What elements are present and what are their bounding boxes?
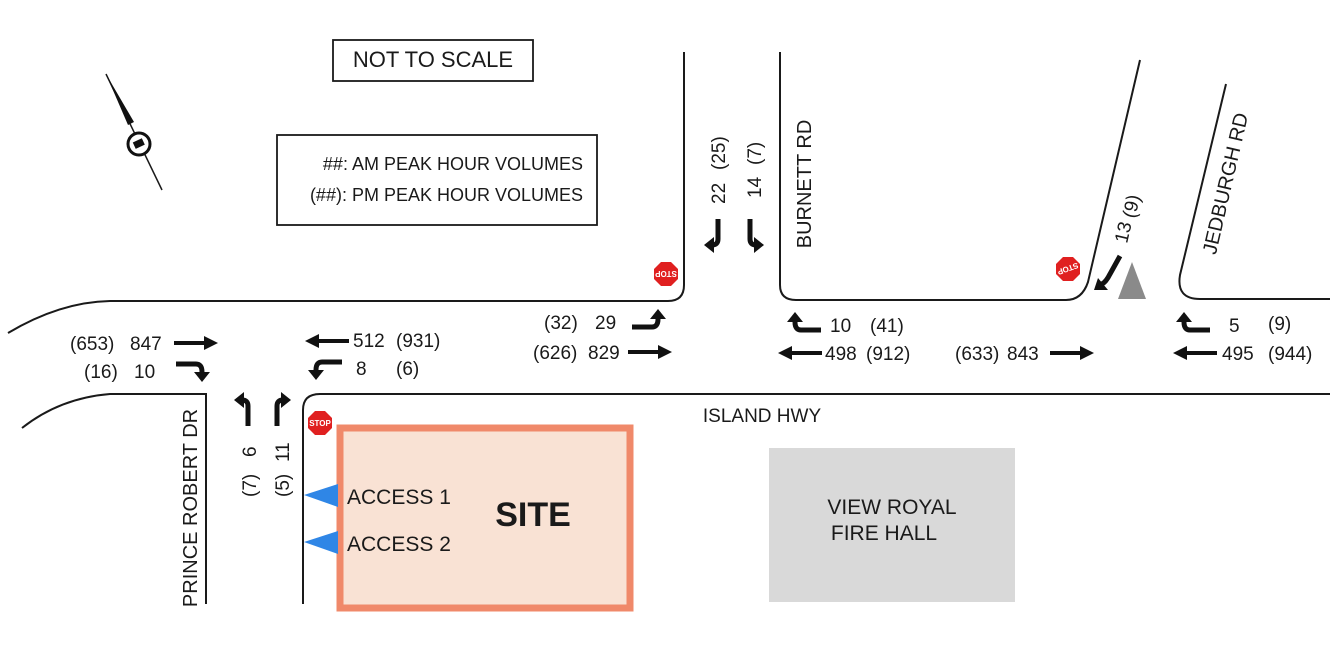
volume-label: (32)	[544, 313, 578, 334]
street-label-burnett-rd: BURNETT RD	[794, 120, 816, 249]
volumes-burnett-east: 10 (41) 498 (912)	[778, 312, 910, 365]
volumes-prince-robert-west: (653) 847 (16) 10	[70, 334, 218, 383]
volume-label: (944)	[1268, 344, 1312, 365]
site-label: SITE	[495, 496, 571, 534]
volume-label: 14	[745, 176, 766, 198]
volume-label: (626)	[533, 343, 577, 364]
volume-label: (9)	[1119, 193, 1145, 220]
volumes-prince-robert-south: (7) 6 (5) 11	[234, 392, 294, 497]
right-turn-arrow-icon	[176, 364, 210, 382]
through-arrow-icon	[1050, 346, 1094, 360]
scale-note-box: NOT TO SCALE	[332, 39, 534, 82]
volume-label: 29	[595, 313, 616, 334]
volume-label: 10	[134, 362, 155, 383]
fire-hall: VIEW ROYAL FIRE HALL	[769, 448, 1015, 602]
volume-label: 498	[825, 344, 857, 365]
access-1-label: ACCESS 1	[347, 486, 451, 509]
volume-label: 11	[273, 442, 294, 462]
volume-label: (9)	[1268, 314, 1291, 335]
volume-label: (7)	[240, 474, 261, 497]
right-turn-arrow-icon	[277, 392, 291, 426]
volume-label: (633)	[955, 344, 999, 365]
volume-label: (16)	[84, 362, 118, 383]
svg-text:STOP: STOP	[309, 419, 331, 428]
median-island	[1118, 262, 1146, 299]
volumes-jedburgh-east: 5 (9) 495 (944)	[1173, 312, 1312, 365]
volume-label: 495	[1222, 344, 1254, 365]
through-arrow-icon	[1173, 346, 1217, 360]
volume-label: (931)	[396, 331, 440, 352]
fire-hall-line1: VIEW ROYAL	[827, 496, 956, 519]
street-label-island-hwy: ISLAND HWY	[703, 406, 822, 427]
volume-label: (25)	[709, 136, 730, 170]
through-arrow-icon	[778, 346, 822, 360]
stop-sign-icon: STOP	[654, 262, 678, 286]
svg-text:STOP: STOP	[655, 269, 677, 278]
road-edges	[7, 52, 1330, 604]
scale-note: NOT TO SCALE	[353, 47, 513, 72]
volumes-burnett-north: (25) 22 (7) 14	[704, 136, 766, 253]
fire-hall-line2: FIRE HALL	[831, 522, 937, 545]
access-2-label: ACCESS 2	[347, 533, 451, 556]
left-turn-arrow-icon	[308, 362, 342, 380]
volume-label: 10	[830, 316, 851, 337]
right-turn-arrow-icon	[704, 219, 718, 253]
left-turn-arrow-icon	[750, 219, 764, 253]
access-1-marker-icon	[304, 484, 338, 507]
volume-label: 829	[588, 343, 620, 364]
street-label-jedburgh-rd: JEDBURGH RD	[1199, 111, 1253, 257]
ramp-turn-arrow-icon	[1094, 254, 1123, 290]
north-arrow-icon	[105, 73, 163, 191]
volume-label: 22	[709, 183, 730, 204]
through-arrow-icon	[305, 334, 349, 348]
through-arrow-icon	[174, 336, 218, 350]
street-label-prince-robert-dr: PRINCE ROBERT DR	[180, 409, 202, 607]
volume-label: (912)	[866, 344, 910, 365]
volume-label: (7)	[745, 142, 766, 165]
volumes-ramp: 13 (9)	[1094, 193, 1145, 290]
volume-label: (653)	[70, 334, 114, 355]
volume-label: 847	[130, 334, 162, 355]
volume-label: 843	[1007, 344, 1039, 365]
volume-label: (6)	[396, 359, 419, 380]
legend-box: ##: AM PEAK HOUR VOLUMES (##): PM PEAK H…	[276, 134, 598, 226]
legend-am: ##: AM PEAK HOUR VOLUMES	[323, 154, 583, 174]
stop-sign-icon: STOP	[1056, 257, 1080, 281]
volume-label: 8	[356, 359, 367, 380]
legend-pm: (##): PM PEAK HOUR VOLUMES	[310, 185, 583, 205]
right-turn-arrow-icon	[1176, 312, 1210, 330]
left-turn-arrow-icon	[632, 309, 666, 327]
volumes-burnett-west: (32) 29 (626) 829	[533, 309, 672, 364]
volume-label: (41)	[870, 316, 904, 337]
volume-label: (5)	[273, 474, 294, 497]
volume-label: 13	[1111, 220, 1136, 245]
volumes-mid-eastbound: (633) 843	[955, 344, 1094, 365]
site-parcel: SITE ACCESS 1 ACCESS 2	[336, 424, 634, 612]
volume-label: 6	[240, 446, 261, 457]
access-2-marker-icon	[304, 531, 338, 554]
stop-sign-icon: STOP	[308, 411, 332, 435]
through-arrow-icon	[628, 345, 672, 359]
volume-label: 5	[1229, 316, 1240, 337]
volume-label: 512	[353, 331, 385, 352]
left-turn-arrow-icon	[234, 392, 248, 426]
right-turn-arrow-icon	[787, 312, 821, 330]
volumes-prince-robert-east: 512 (931) 8 (6)	[305, 331, 440, 380]
